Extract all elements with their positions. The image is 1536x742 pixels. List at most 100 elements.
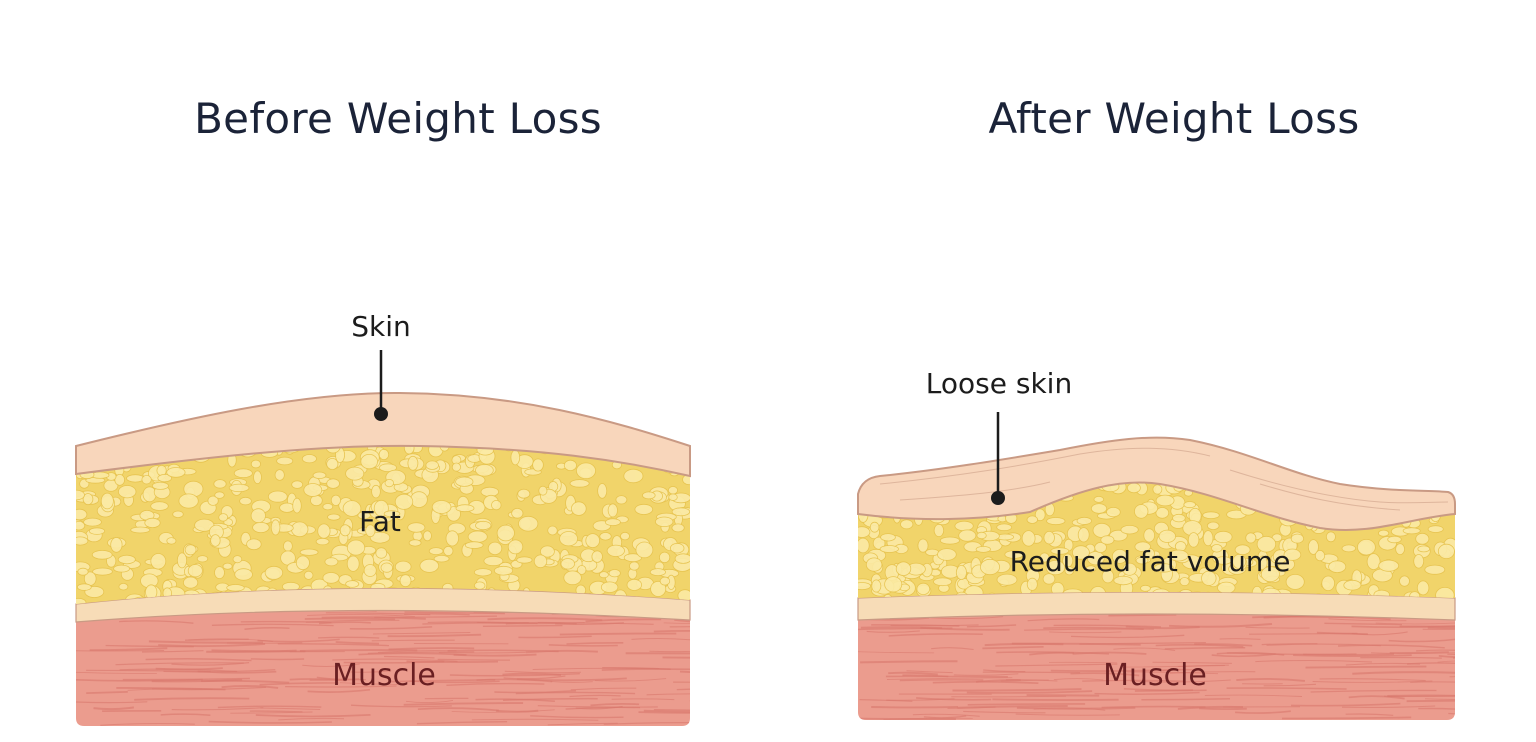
fat-globule	[428, 547, 444, 555]
fat-globule	[187, 564, 203, 578]
muscle-fiber	[277, 643, 390, 647]
muscle-fiber	[951, 695, 1067, 698]
fat-globule	[880, 533, 896, 542]
muscle-fiber	[603, 721, 690, 725]
muscle-fiber	[1337, 644, 1445, 649]
fat-globule	[1416, 580, 1430, 596]
skin-fold-line	[1229, 469, 1449, 504]
fat-globule	[126, 474, 145, 483]
fat-globule	[76, 583, 92, 591]
fat-globule	[1260, 566, 1280, 582]
muscle-fiber	[662, 655, 690, 659]
fat-globule	[597, 483, 608, 499]
fat-globule	[467, 530, 488, 543]
muscle-fiber	[339, 682, 398, 685]
muscle-fiber	[496, 709, 539, 713]
muscle-fiber	[93, 706, 135, 711]
muscle-fiber	[569, 694, 621, 698]
fat-globule	[516, 556, 533, 564]
muscle-fiber	[471, 718, 599, 721]
fat-globule	[1283, 548, 1302, 561]
fat-globule	[493, 565, 514, 576]
fat-globule	[303, 483, 323, 497]
fat-globule	[1183, 501, 1196, 509]
muscle-fiber	[673, 681, 690, 684]
fat-globule	[1202, 530, 1214, 547]
muscle-fiber	[1290, 702, 1401, 707]
fat-globule	[939, 536, 960, 545]
muscle-fiber	[482, 624, 563, 627]
fat-globule	[1307, 539, 1319, 555]
fat-globule	[634, 503, 654, 515]
muscle-fiber	[260, 707, 321, 710]
muscle-fiber	[1141, 697, 1231, 701]
muscle-fiber	[377, 650, 457, 653]
muscle-fiber	[663, 622, 690, 625]
fat-globule	[1120, 525, 1139, 535]
fat-globule	[408, 539, 422, 547]
muscle-fiber	[437, 658, 511, 661]
fat-globule	[1076, 516, 1093, 525]
muscle-fiber	[1261, 643, 1318, 646]
fat-globule	[1437, 543, 1455, 560]
fat-globule	[1402, 527, 1421, 535]
muscle-fiber	[1263, 683, 1317, 687]
fat-globule	[1072, 545, 1090, 560]
fat-globule	[464, 541, 484, 549]
fat-globule	[1211, 544, 1223, 553]
muscle-fiber	[866, 630, 920, 633]
muscle-fiber	[383, 655, 435, 659]
muscle-fiber	[1226, 687, 1347, 690]
muscle-fiber	[1453, 656, 1455, 659]
fat-globule	[380, 562, 394, 573]
fat-globule	[176, 552, 188, 569]
fat-globule	[563, 570, 582, 586]
muscle-fiber	[1351, 631, 1408, 636]
muscle-fiber	[155, 667, 223, 671]
fat-globule	[1417, 545, 1431, 553]
muscle-fiber	[1319, 678, 1426, 682]
muscle-fiber	[930, 616, 1004, 620]
fat-globule	[620, 531, 630, 541]
fat-globule	[1043, 531, 1055, 545]
fat-globule	[445, 530, 460, 547]
muscle-fiber	[1199, 707, 1247, 711]
muscle-fiber	[1127, 671, 1219, 675]
fat-globule	[1366, 553, 1381, 570]
muscle-fiber	[1427, 626, 1455, 631]
fat-globule	[118, 583, 129, 591]
fat-globule	[228, 483, 250, 493]
fat-globule	[322, 503, 334, 511]
fat-globule	[253, 470, 262, 485]
muscle-fiber	[1027, 618, 1100, 622]
fat-globule	[88, 527, 106, 535]
fat-globule	[1234, 544, 1251, 555]
muscle-fiber	[1048, 661, 1118, 664]
muscle-fiber	[1255, 659, 1373, 663]
fat-globule	[1134, 541, 1151, 552]
muscle-fiber	[1345, 713, 1394, 716]
muscle-fiber	[559, 632, 677, 636]
fat-globule	[869, 521, 880, 533]
fat-globule	[1256, 535, 1277, 553]
fat-globule	[569, 479, 590, 488]
fat-globule	[605, 518, 621, 527]
after-loose-skin-layer	[857, 436, 1456, 532]
muscle-fiber	[318, 636, 380, 639]
fat-globule	[507, 539, 524, 555]
after-title: After Weight Loss	[988, 94, 1359, 143]
fat-globule	[141, 475, 152, 485]
fat-globule	[425, 460, 439, 470]
fat-globule	[282, 540, 293, 552]
fat-globule	[357, 511, 371, 520]
muscle-fiber	[1437, 660, 1455, 664]
muscle-fiber	[494, 690, 577, 694]
before-panel: Before Weight Loss Skin Fat Muscle	[75, 94, 691, 726]
fat-globule	[475, 520, 492, 531]
fat-globule	[291, 480, 304, 489]
fat-globule	[1026, 515, 1039, 524]
skin-fold-line	[899, 481, 1051, 501]
fat-globule	[410, 491, 428, 508]
fat-globule	[607, 503, 618, 518]
muscle-fiber	[504, 670, 581, 674]
